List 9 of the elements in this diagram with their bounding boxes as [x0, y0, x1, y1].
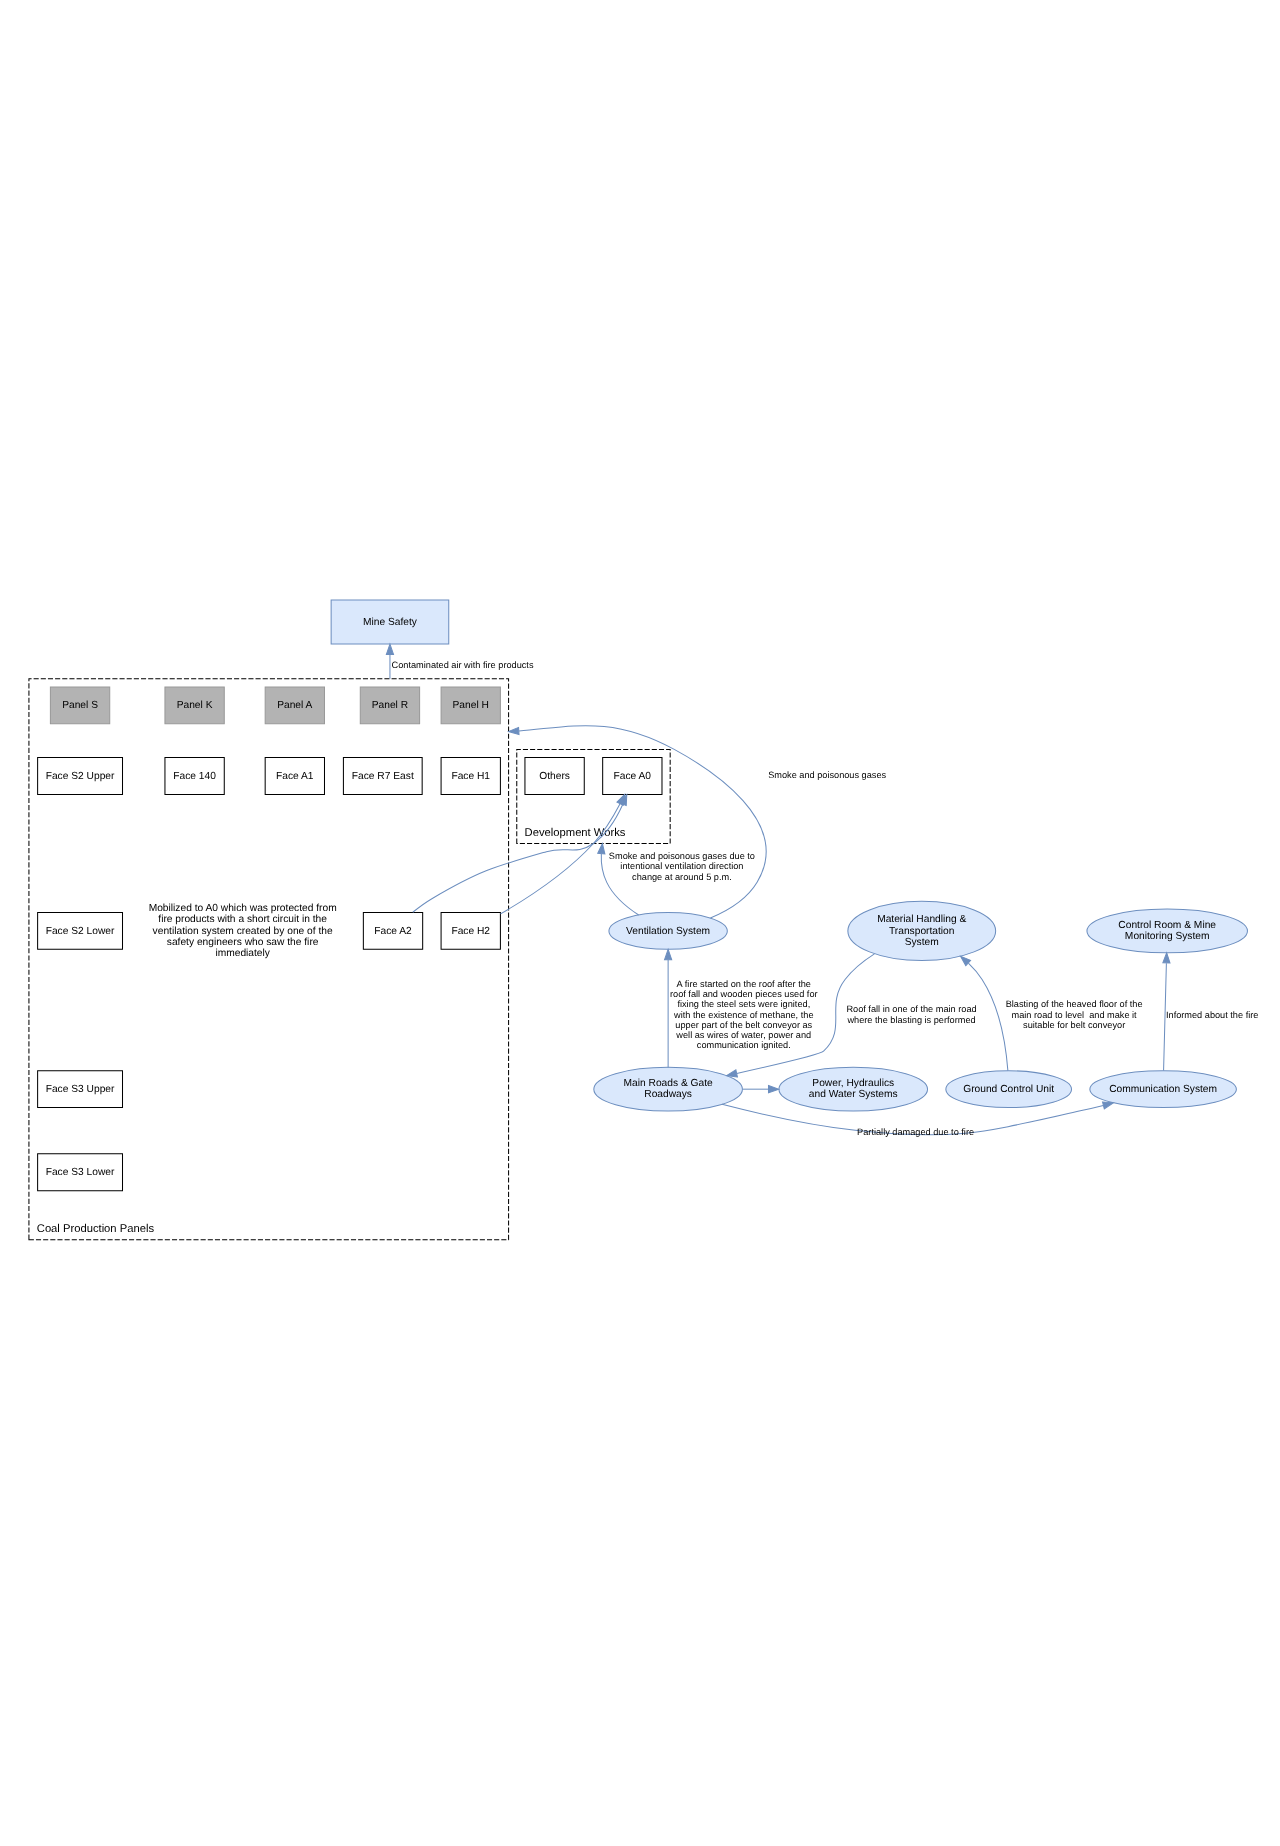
- arrow: [507, 724, 767, 918]
- arrow: [742, 1083, 781, 1093]
- arrow: [385, 641, 395, 679]
- arrow: [721, 1100, 1115, 1135]
- arrow: [597, 840, 640, 915]
- arrow: [959, 954, 1009, 1071]
- arrow: [663, 946, 673, 1067]
- arrow: [725, 952, 875, 1077]
- arrow: [1162, 950, 1171, 1071]
